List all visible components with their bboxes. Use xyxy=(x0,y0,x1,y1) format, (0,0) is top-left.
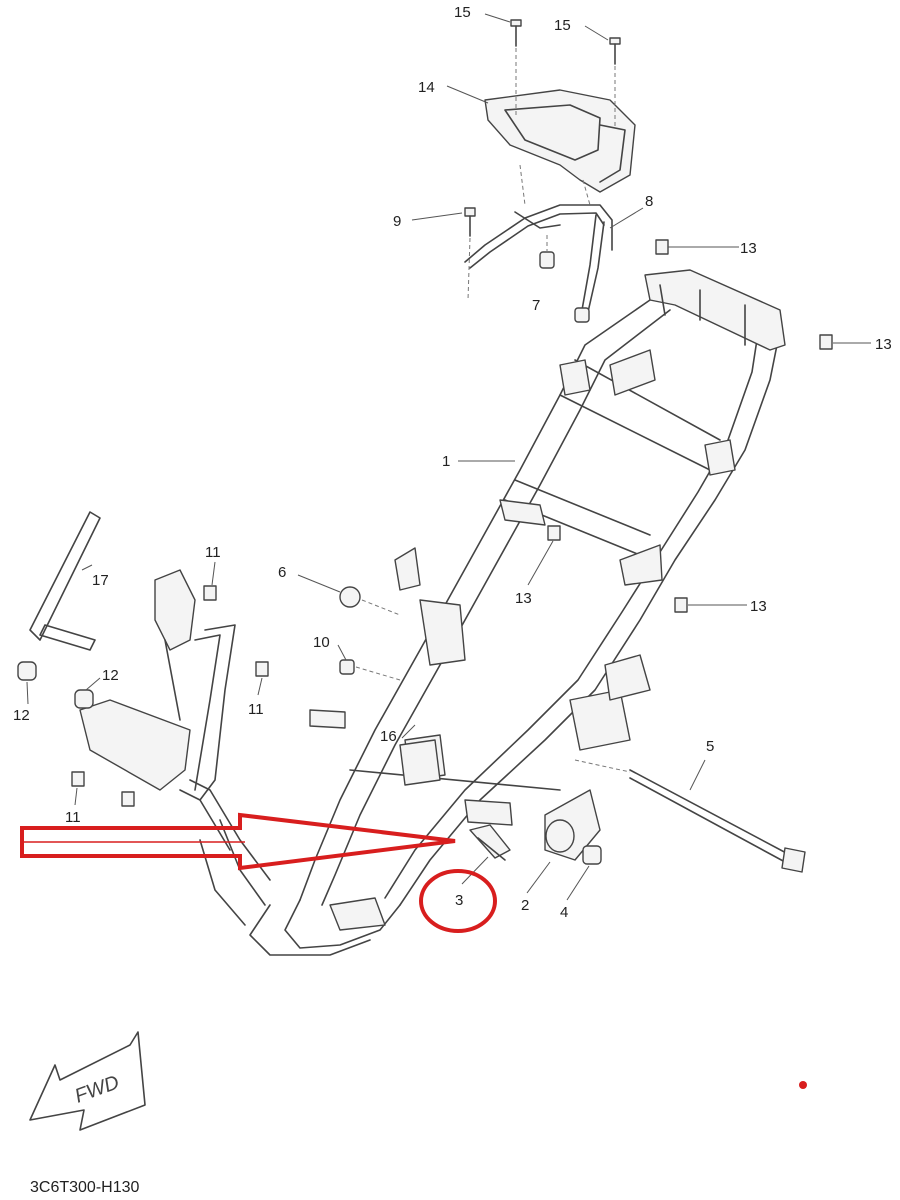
part-17-rod xyxy=(29,511,101,651)
part-6-nut xyxy=(339,586,361,608)
callout-13b: 13 xyxy=(875,336,892,353)
part-1-main-frame xyxy=(199,269,786,956)
callout-3: 3 xyxy=(455,892,463,909)
front-bracket-assembly xyxy=(79,569,271,881)
part-14-seat-plate xyxy=(484,89,636,193)
callout-4: 4 xyxy=(560,904,568,921)
part-8-carrier-bracket xyxy=(464,204,613,323)
callout-13a: 13 xyxy=(740,240,757,257)
callout-16: 16 xyxy=(380,728,397,745)
part-3-bolt xyxy=(469,824,511,861)
callout-14: 14 xyxy=(418,79,435,96)
part-12-nut-right xyxy=(74,689,94,709)
part-12-nut-left xyxy=(17,661,37,681)
part-11-clip-c xyxy=(71,771,85,787)
part-15-screw-right xyxy=(609,37,621,128)
leader-lines xyxy=(26,13,871,901)
part-11-clip-a xyxy=(203,585,217,601)
callout-15b: 15 xyxy=(554,17,571,34)
part-13-clip-d xyxy=(674,597,688,613)
callout-2: 2 xyxy=(521,897,529,914)
callout-13c: 13 xyxy=(515,590,532,607)
callout-1: 1 xyxy=(442,453,450,470)
part-11-clip-b xyxy=(255,661,269,677)
callout-8: 8 xyxy=(645,193,653,210)
part-4-nut xyxy=(582,845,602,865)
fwd-direction-arrow: FWD xyxy=(29,1031,146,1131)
part-13-clip-a xyxy=(655,239,669,255)
callout-9: 9 xyxy=(393,213,401,230)
callout-12a: 12 xyxy=(102,667,119,684)
callout-6: 6 xyxy=(278,564,286,581)
part-16-bracket xyxy=(399,739,441,786)
part-15-screw-left xyxy=(510,19,522,115)
red-dot xyxy=(799,1081,807,1089)
callout-11a: 11 xyxy=(205,544,221,561)
callout-15a: 15 xyxy=(454,4,471,21)
part-13-clip-b xyxy=(819,334,833,350)
part-11-clip-d xyxy=(121,791,135,807)
callout-7: 7 xyxy=(532,297,540,314)
part-10-nut xyxy=(339,659,355,675)
callout-11c: 11 xyxy=(65,809,81,826)
red-circle-annotation xyxy=(419,869,497,933)
part-13-clip-c xyxy=(547,525,561,541)
callout-17: 17 xyxy=(92,572,109,589)
callout-12b: 12 xyxy=(13,707,30,724)
part-7-nut xyxy=(539,235,555,269)
callout-5: 5 xyxy=(706,738,714,755)
part-5-long-bolt xyxy=(574,759,806,873)
callout-13d: 13 xyxy=(750,598,767,615)
callout-labels: 15 15 14 9 8 7 13 13 1 13 13 11 6 17 10 … xyxy=(13,4,892,921)
callout-10: 10 xyxy=(313,634,330,651)
callout-11b: 11 xyxy=(248,701,264,718)
part-2-engine-mount xyxy=(544,789,601,861)
part-9-bolt xyxy=(464,207,476,301)
red-annotation xyxy=(20,812,807,1089)
red-arrow-annotation xyxy=(20,812,456,871)
drawing-code: 3C6T300-H130 xyxy=(30,1179,140,1196)
